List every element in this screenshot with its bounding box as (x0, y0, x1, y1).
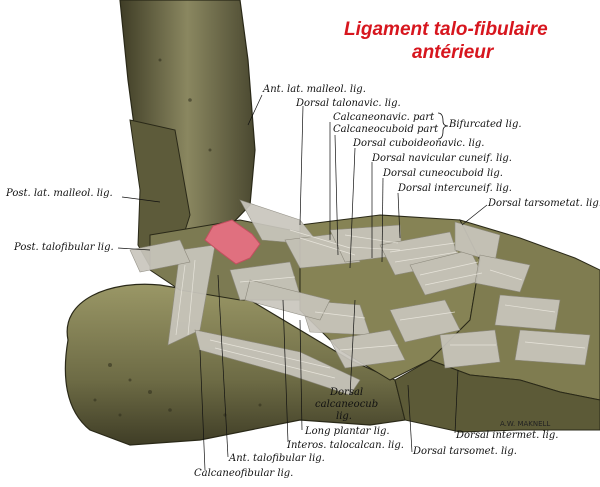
label-calcaneofibular: Calcaneofibular lig. (194, 468, 294, 479)
leader-dorsal-intermet (454, 369, 459, 434)
figure-title-line2: antérieur (412, 42, 494, 63)
fibre-striations (175, 229, 586, 379)
label-ant-talofibular: Ant. talofibular lig. (229, 453, 325, 464)
bifurcated-bracket (437, 112, 449, 140)
label-dorsal-calcaneocub-3: lig. (336, 411, 352, 422)
anterior-talofibular-ligament-highlight (204, 219, 261, 265)
label-dorsal-cuboideonavic: Dorsal cuboideonavic. lig. (353, 138, 485, 149)
label-bifurcated: Bifurcated lig. (449, 119, 522, 130)
ligament-fibres (129, 199, 591, 396)
plantar-region (394, 359, 600, 433)
bone-texture (93, 58, 262, 417)
label-post-talofibular: Post. talofibular lig. (14, 242, 114, 253)
label-ant-lat-malleol: Ant. lat. malleol. lig. (263, 84, 366, 95)
leader-calcaneocuboid (334, 134, 339, 256)
label-interos-talocalcan: Interos. talocalcan. lig. (287, 440, 404, 451)
label-dorsal-navicular-cuneif: Dorsal navicular cuneif. lig. (372, 153, 512, 164)
label-post-lat-malleol: Post. lat. malleol. lig. (6, 188, 113, 199)
leader-dorsal-tarsometat (461, 204, 488, 226)
artist-signature: A.W. MAKNELL (500, 420, 551, 428)
label-dorsal-tarsometat: Dorsal tarsometat. lig. (488, 198, 600, 209)
leader-dorsal-cuboideonavic (349, 147, 356, 269)
label-dorsal-tarsomet: Dorsal tarsomet. lig. (413, 446, 517, 457)
label-dorsal-calcaneocub-2: calcaneocub (315, 399, 379, 410)
label-dorsal-talonavic: Dorsal talonavic. lig. (296, 98, 401, 109)
label-dorsal-intercuneif: Dorsal intercuneif. lig. (398, 183, 512, 194)
leader-interos-talocalcan (282, 299, 289, 443)
label-calcaneocuboid-part: Calcaneocuboid part (333, 124, 439, 135)
leader-dorsal-tarsomet (407, 384, 413, 453)
label-dorsal-cuneocuboid: Dorsal cuneocuboid lig. (383, 168, 503, 179)
figure-title-line1: Ligament talo-fibulaire (344, 19, 548, 40)
leader-dorsal-talonavic (299, 105, 304, 226)
leader-post-talofibular (117, 247, 151, 251)
leader-lines (117, 94, 488, 471)
leader-ant-talofibular (217, 274, 229, 458)
label-dorsal-calcaneocub-1: Dorsal (330, 387, 364, 398)
leader-calcaneofibular (199, 349, 206, 471)
label-dorsal-intermet: Dorsal intermet. lig. (456, 430, 559, 441)
leader-dorsal-calcaneocub (349, 299, 356, 396)
leader-dorsal-cuneocuboid (381, 177, 384, 263)
leader-post-lat-malleol (121, 196, 161, 203)
leader-ant-lat-malleol (247, 94, 263, 126)
leader-long-plantar (299, 319, 303, 431)
leader-dorsal-intercuneif (397, 192, 401, 239)
label-calcaneonavic-part: Calcaneonavic. part (333, 112, 435, 123)
label-long-plantar: Long plantar lig. (305, 426, 390, 437)
